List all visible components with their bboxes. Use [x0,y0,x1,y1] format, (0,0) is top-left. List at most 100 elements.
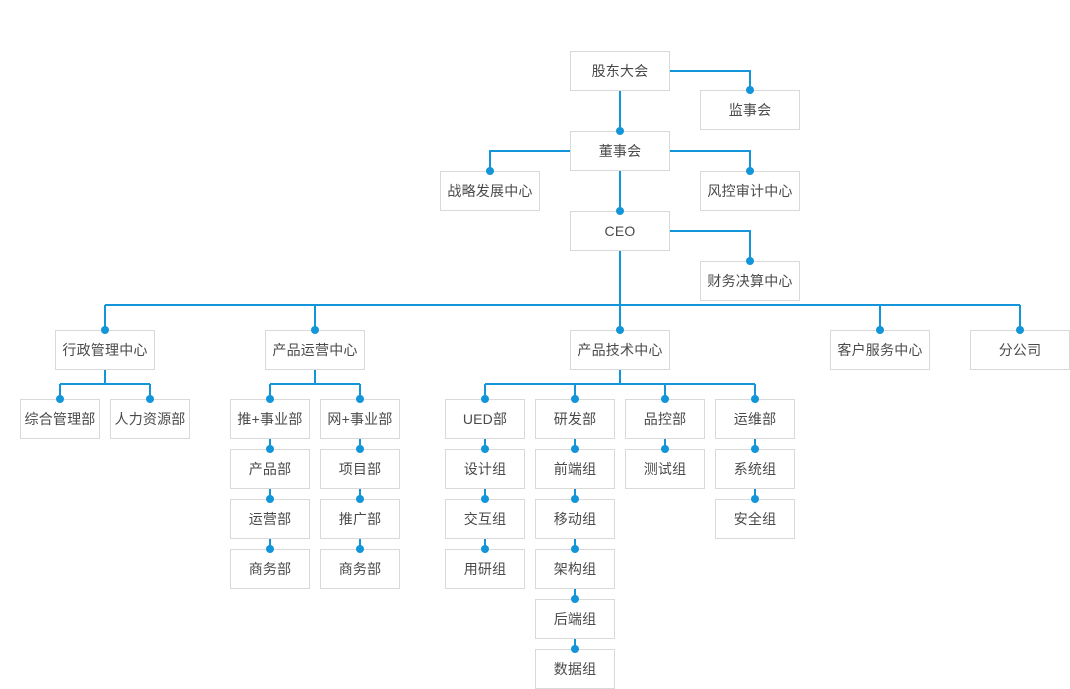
org-node-n5[interactable]: 风控审计中心 [700,171,800,211]
connector-dot-icon [266,495,274,503]
org-node-n6[interactable]: CEO [570,211,670,251]
org-node-n24[interactable]: 设计组 [445,449,525,489]
connector-n3-to-n5 [670,150,751,171]
connector-dot-icon [571,595,579,603]
org-node-label: 行政管理中心 [62,342,148,358]
connector-dot-icon [481,445,489,453]
org-node-n15[interactable]: 推+事业部 [230,399,310,439]
org-node-n16[interactable]: 产品部 [230,449,310,489]
connector-dot-icon [746,167,754,175]
org-node-label: 用研组 [463,561,507,577]
org-node-label: 产品运营中心 [272,342,358,358]
org-node-n1[interactable]: 股东大会 [570,51,670,91]
org-node-n4[interactable]: 战略发展中心 [440,171,540,211]
org-node-label: 品控部 [643,411,687,427]
org-node-n29[interactable]: 移动组 [535,499,615,539]
connector-dot-icon [101,326,109,334]
org-node-n13[interactable]: 综合管理部 [20,399,100,439]
org-node-n22[interactable]: 商务部 [320,549,400,589]
connector-dot-icon [266,445,274,453]
connector-dot-icon [311,326,319,334]
org-node-n10[interactable]: 产品技术中心 [570,330,670,370]
org-node-n27[interactable]: 研发部 [535,399,615,439]
org-node-label: 董事会 [598,143,642,159]
org-node-label: UED部 [462,411,508,427]
org-node-label: 交互组 [463,511,507,527]
org-node-n14[interactable]: 人力资源部 [110,399,190,439]
org-node-n8[interactable]: 行政管理中心 [55,330,155,370]
connector-dot-icon [751,445,759,453]
connector-dot-icon [661,445,669,453]
org-node-label: 运营部 [248,511,292,527]
org-node-label: CEO [604,223,636,239]
connector-dot-icon [746,257,754,265]
org-node-n11[interactable]: 客户服务中心 [830,330,930,370]
org-node-n7[interactable]: 财务决算中心 [700,261,800,301]
org-node-label: 人力资源部 [114,411,186,427]
org-node-n21[interactable]: 推广部 [320,499,400,539]
org-node-n34[interactable]: 测试组 [625,449,705,489]
org-node-n17[interactable]: 运营部 [230,499,310,539]
connector-n1-to-n2 [670,70,751,90]
org-node-label: 客户服务中心 [837,342,923,358]
org-node-n25[interactable]: 交互组 [445,499,525,539]
org-node-n23[interactable]: UED部 [445,399,525,439]
connector-n6-to-n7 [670,230,751,261]
connector-n10-to-bus10 [484,370,756,399]
org-node-n32[interactable]: 数据组 [535,649,615,689]
org-node-n35[interactable]: 运维部 [715,399,795,439]
connector-dot-icon [266,395,274,403]
org-node-label: 产品部 [248,461,292,477]
org-node-n12[interactable]: 分公司 [970,330,1070,370]
connector-dot-icon [56,395,64,403]
org-node-label: 测试组 [643,461,687,477]
org-node-label: 移动组 [553,511,597,527]
connector-dot-icon [356,545,364,553]
org-node-n28[interactable]: 前端组 [535,449,615,489]
connector-dot-icon [356,395,364,403]
connector-dot-icon [746,86,754,94]
org-node-n18[interactable]: 商务部 [230,549,310,589]
connector-dot-icon [571,395,579,403]
org-node-label: 财务决算中心 [707,273,793,289]
connector-dot-icon [486,167,494,175]
connector-dot-icon [571,645,579,653]
org-node-label: 项目部 [338,461,382,477]
org-node-n30[interactable]: 架构组 [535,549,615,589]
org-node-label: 综合管理部 [24,411,96,427]
org-node-label: 安全组 [733,511,777,527]
org-node-n26[interactable]: 用研组 [445,549,525,589]
org-node-n3[interactable]: 董事会 [570,131,670,171]
connector-n3-to-n4 [489,150,570,171]
org-node-n36[interactable]: 系统组 [715,449,795,489]
org-node-n37[interactable]: 安全组 [715,499,795,539]
org-node-label: 系统组 [733,461,777,477]
connector-n9-to-bus9 [269,370,361,399]
org-node-label: 架构组 [553,561,597,577]
org-node-label: 战略发展中心 [447,183,533,199]
org-node-label: 商务部 [338,561,382,577]
connector-dot-icon [571,495,579,503]
org-node-label: 股东大会 [591,63,649,79]
org-node-n9[interactable]: 产品运营中心 [265,330,365,370]
org-node-label: 产品技术中心 [577,342,663,358]
org-node-label: 监事会 [728,102,772,118]
connector-dot-icon [1016,326,1024,334]
connector-dot-icon [356,445,364,453]
connector-dot-icon [661,395,669,403]
org-node-label: 风控审计中心 [707,183,793,199]
org-node-n19[interactable]: 网+事业部 [320,399,400,439]
connector-dot-icon [266,545,274,553]
org-node-n31[interactable]: 后端组 [535,599,615,639]
org-node-label: 研发部 [553,411,597,427]
org-node-n33[interactable]: 品控部 [625,399,705,439]
org-node-label: 分公司 [998,342,1042,358]
connector-dot-icon [751,495,759,503]
connector-dot-icon [481,395,489,403]
connector-n8-to-bus8 [59,370,151,399]
org-node-label: 后端组 [553,611,597,627]
org-node-n2[interactable]: 监事会 [700,90,800,130]
org-node-n20[interactable]: 项目部 [320,449,400,489]
connector-dot-icon [616,326,624,334]
connector-dot-icon [146,395,154,403]
